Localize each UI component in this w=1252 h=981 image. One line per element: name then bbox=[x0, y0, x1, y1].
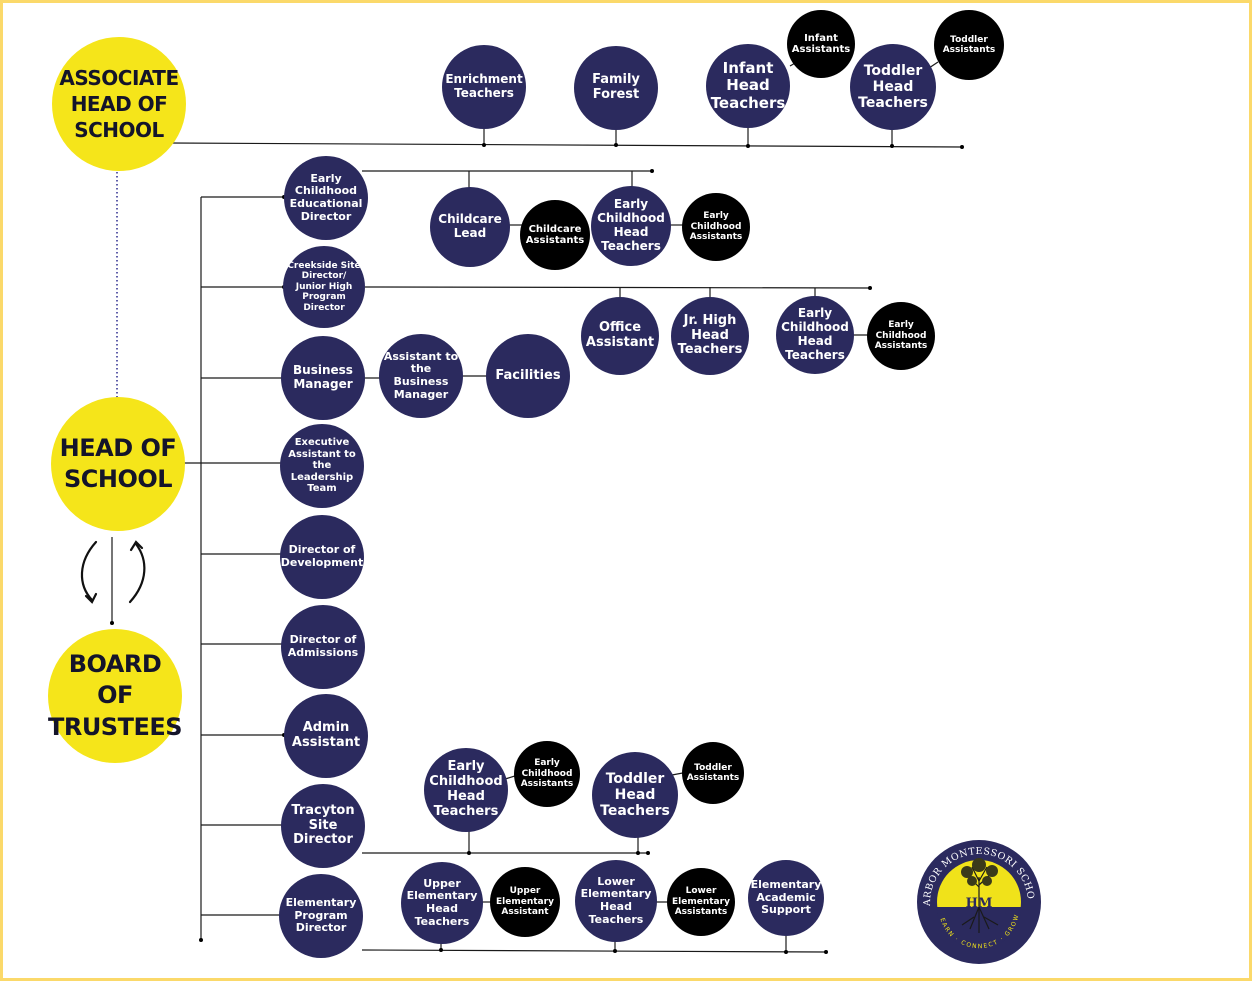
upper-elementary-head-teachers: Upper Elementary Head Teachers bbox=[401, 862, 483, 944]
elementary-academic-support: Elementary Academic Support bbox=[748, 860, 824, 936]
elementary-program-director: Elementary Program Director bbox=[279, 874, 363, 958]
associate-head-of-school: ASSOCIATE HEAD OF SCHOOL bbox=[52, 37, 186, 171]
office-assistant: Office Assistant bbox=[581, 297, 659, 375]
facilities: Facilities bbox=[486, 334, 570, 418]
harbor-montessori-logo: HM HARBOR MONTESSORI SCHOOL LEARN · CONN… bbox=[912, 837, 1041, 964]
director-of-development: Director of Development bbox=[280, 515, 364, 599]
board-of-trustees: BOARD OF TRUSTEES bbox=[48, 629, 183, 763]
cycle-arrows-icon bbox=[80, 540, 146, 604]
logo-initials: HM bbox=[966, 896, 993, 911]
admin-assistant: Admin Assistant bbox=[284, 694, 368, 778]
toddler-head-teachers-tracyton: Toddler Head Teachers bbox=[592, 752, 678, 838]
upper-elementary-assistant: Upper Elementary Assistant bbox=[490, 867, 560, 937]
childcare-lead: Childcare Lead bbox=[430, 187, 510, 267]
infant-head-teachers: Infant Head Teachers bbox=[706, 44, 790, 128]
early-childhood-head-teachers-main: Early Childhood Head Teachers bbox=[591, 186, 671, 266]
head-of-school: HEAD OF SCHOOL bbox=[51, 397, 185, 531]
jr-high-head-teachers: Jr. High Head Teachers bbox=[671, 297, 749, 375]
director-of-admissions: Director of Admissions bbox=[281, 605, 365, 689]
infant-assistants: Infant Assistants bbox=[787, 10, 855, 78]
executive-assistant: Executive Assistant to the Leadership Te… bbox=[280, 424, 364, 508]
toddler-assistants-tracyton: Toddler Assistants bbox=[682, 742, 744, 804]
early-childhood-educational-director: Early Childhood Educational Director bbox=[284, 156, 368, 240]
enrichment-teachers: Enrichment Teachers bbox=[442, 45, 526, 129]
tracyton-site-director: Tracyton Site Director bbox=[281, 784, 365, 868]
toddler-assistants: Toddler Assistants bbox=[934, 10, 1004, 80]
lower-elementary-assistants: Lower Elementary Assistants bbox=[667, 868, 735, 936]
creekside-site-director: Creekside Site Director/ Junior High Pro… bbox=[283, 246, 365, 328]
early-childhood-head-teachers-creekside: Early Childhood Head Teachers bbox=[776, 296, 854, 374]
assistant-to-business-manager: Assistant to the Business Manager bbox=[379, 334, 463, 418]
early-childhood-assistants-main: Early Childhood Assistants bbox=[682, 193, 750, 261]
early-childhood-assistants-creekside: Early Childhood Assistants bbox=[867, 302, 935, 370]
early-childhood-head-teachers-tracyton: Early Childhood Head Teachers bbox=[424, 748, 508, 832]
early-childhood-assistants-tracyton: Early Childhood Assistants bbox=[514, 741, 580, 807]
business-manager: Business Manager bbox=[281, 336, 365, 420]
family-forest: Family Forest bbox=[574, 46, 658, 130]
childcare-assistants: Childcare Assistants bbox=[520, 200, 590, 270]
toddler-head-teachers: Toddler Head Teachers bbox=[850, 44, 936, 130]
lower-elementary-head-teachers: Lower Elementary Head Teachers bbox=[575, 860, 657, 942]
